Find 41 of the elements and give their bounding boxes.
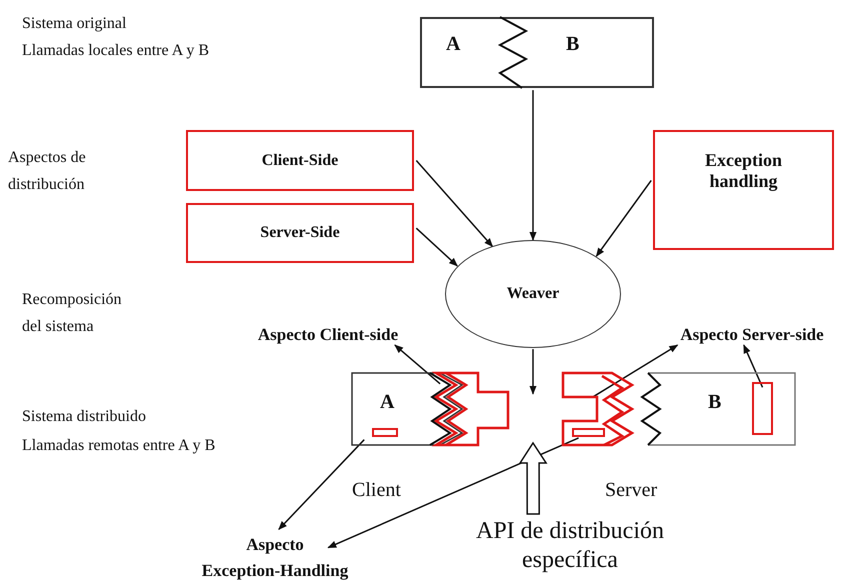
side-note: Server: [605, 478, 658, 502]
box-label: Weaver: [506, 285, 560, 303]
side-note: Llamadas locales entre A y B: [22, 41, 210, 60]
arrow: [416, 228, 458, 266]
box-label: A: [380, 391, 394, 414]
leader-arrow: [592, 344, 678, 398]
side-note: Llamadas remotas entre A y B: [22, 436, 216, 456]
api-label: API de distribución específica: [455, 517, 685, 577]
side-note: Recomposición del sistema: [22, 290, 123, 338]
leader-arrow: [327, 437, 579, 548]
box-label: Client-Side: [262, 152, 338, 170]
box-label: A: [446, 33, 460, 56]
system-box: [420, 17, 654, 88]
aspect-label: Aspecto Client-side: [240, 322, 416, 344]
box-label: B: [566, 33, 580, 56]
arrow: [529, 90, 537, 241]
side-note: Sistema distribuido: [22, 407, 146, 426]
box-label: Exception handling: [704, 150, 783, 192]
aspect-box: [186, 130, 414, 191]
aspect-label: Aspecto Exception-Handling: [180, 532, 370, 581]
aspect-box: [653, 130, 834, 250]
server-component-shape: [638, 373, 796, 445]
handler-box: [372, 428, 398, 437]
box-label: Server-Side: [260, 224, 340, 242]
leader-arrow: [278, 439, 365, 530]
client-aspect-shape: [428, 373, 509, 445]
arrow: [416, 160, 494, 248]
arrow: [596, 180, 652, 257]
side-note: Client: [352, 478, 401, 502]
aspect-box: [186, 203, 414, 263]
box-label: B: [708, 391, 722, 414]
leader-arrow: [394, 344, 441, 384]
hollow-arrow: [518, 442, 548, 515]
side-note: Sistema original: [22, 14, 126, 34]
server-aspect-shape: [563, 373, 633, 445]
handler-box: [572, 428, 605, 437]
aspect-label: Aspecto Server-side: [650, 322, 854, 344]
side-note: Aspectos de distribución: [8, 148, 87, 196]
handler-box: [752, 382, 773, 435]
leader-arrow: [743, 344, 764, 388]
arrow: [529, 349, 537, 395]
